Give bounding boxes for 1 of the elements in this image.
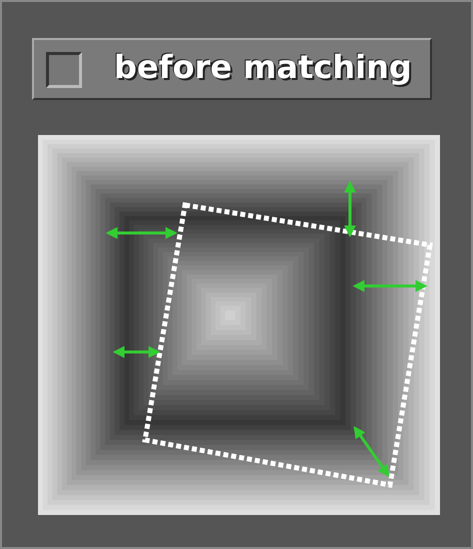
title: before matching [114,48,412,86]
